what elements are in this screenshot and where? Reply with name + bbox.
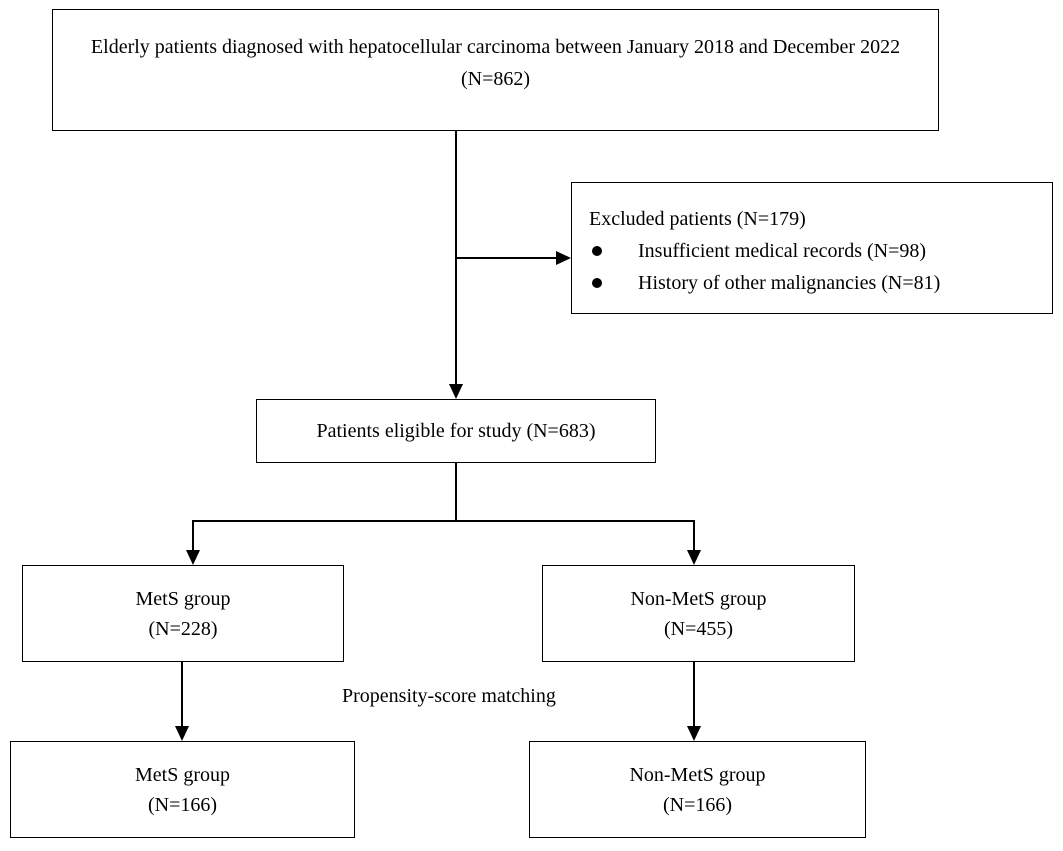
- bullet-icon: [592, 246, 602, 256]
- mets-group-after-label: MetS group: [135, 763, 230, 786]
- non-mets-group-after-label: Non-MetS group: [629, 763, 766, 786]
- mets-group-before-label: MetS group: [135, 587, 231, 610]
- connector-eligible-down: [455, 463, 457, 521]
- arrow-to-mets-before: [186, 550, 200, 565]
- mets-group-after-count: (N=166): [147, 793, 218, 816]
- excluded-title: Excluded patients (N=179): [589, 208, 806, 230]
- connector-split-horizontal: [192, 520, 695, 522]
- arrow-to-excluded: [556, 251, 571, 265]
- connector-to-non-mets-before: [693, 520, 695, 551]
- non-mets-group-before-count: (N=455): [663, 617, 734, 640]
- non-mets-group-before-box: Non-MetS group (N=455): [542, 565, 855, 662]
- exclusion-reason-text: Insufficient medical records (N=98): [638, 240, 927, 262]
- exclusion-reason-item: Insufficient medical records (N=98): [589, 235, 1052, 267]
- mets-group-before-count: (N=228): [148, 617, 218, 640]
- connector-non-mets-matching: [693, 662, 695, 727]
- non-mets-group-before-label: Non-MetS group: [630, 587, 767, 610]
- arrow-to-non-mets-before: [687, 550, 701, 565]
- mets-group-before-box: MetS group (N=228): [22, 565, 344, 662]
- propensity-score-matching-label: Propensity-score matching: [342, 685, 556, 707]
- eligible-patients-text: Patients eligible for study (N=683): [316, 419, 596, 442]
- connector-to-mets-before: [192, 520, 194, 551]
- exclusion-reason-text: History of other malignancies (N=81): [638, 272, 941, 294]
- arrow-to-eligible: [449, 384, 463, 399]
- bullet-icon: [592, 278, 602, 288]
- eligible-patients-box: Patients eligible for study (N=683): [256, 399, 656, 463]
- mets-group-after-box: MetS group (N=166): [10, 741, 355, 838]
- initial-population-text: Elderly patients diagnosed with hepatoce…: [90, 36, 901, 90]
- initial-population-box: Elderly patients diagnosed with hepatoce…: [52, 9, 939, 131]
- non-mets-group-after-box: Non-MetS group (N=166): [529, 741, 866, 838]
- arrow-to-non-mets-after: [687, 726, 701, 741]
- excluded-patients-box: Excluded patients (N=179) Insufficient m…: [571, 182, 1053, 314]
- connector-to-excluded: [456, 257, 557, 259]
- non-mets-group-after-count: (N=166): [662, 793, 733, 816]
- exclusion-reasons-list: Insufficient medical records (N=98) Hist…: [589, 235, 1052, 299]
- arrow-to-mets-after: [175, 726, 189, 741]
- connector-mets-matching: [181, 662, 183, 727]
- exclusion-reason-item: History of other malignancies (N=81): [589, 267, 1052, 299]
